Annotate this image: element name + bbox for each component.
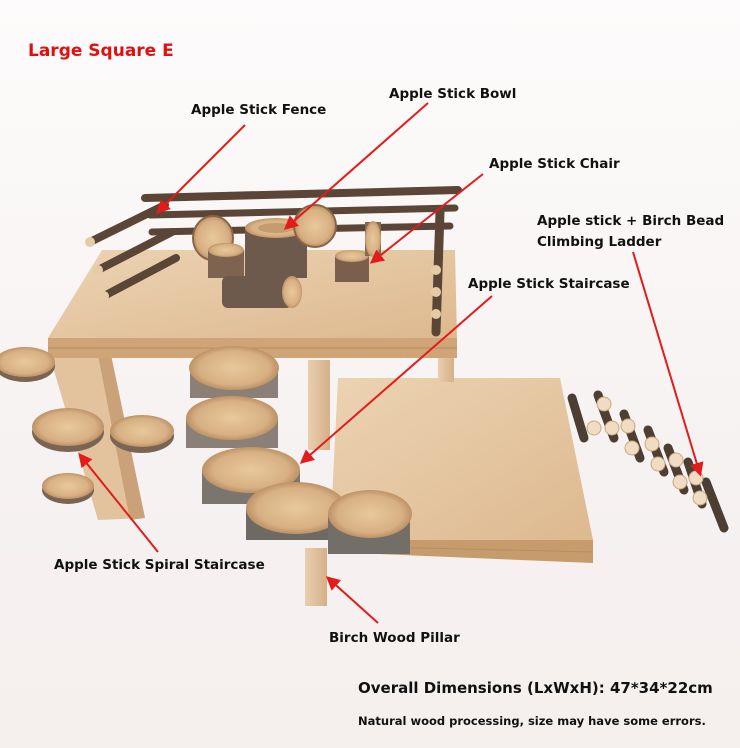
bowl-label: Apple Stick Bowl — [389, 86, 517, 102]
climbing-ladder — [567, 390, 729, 533]
apple-stick-spiral-staircase — [0, 347, 174, 504]
product-title: Large Square E — [28, 41, 174, 61]
apple-stick-bowl-and-chairs — [192, 204, 381, 308]
chair-label: Apple Stick Chair — [489, 156, 620, 172]
staircase-label: Apple Stick Staircase — [468, 276, 630, 292]
overall-dimensions: Overall Dimensions (LxWxH): 47*34*22cm — [358, 679, 713, 697]
ladder-label: Apple stick + Birch Bead Climbing Ladder — [537, 213, 725, 250]
fence-stick-ends — [85, 237, 441, 319]
size-note: Natural wood processing, size may have s… — [358, 714, 706, 728]
birch-pillars — [305, 358, 454, 606]
apple-stick-staircase — [186, 346, 412, 554]
callout-arrows — [78, 102, 704, 624]
pillar-label: Birch Wood Pillar — [329, 630, 460, 646]
spiral-staircase-label: Apple Stick Spiral Staircase — [54, 557, 265, 573]
fence-label: Apple Stick Fence — [191, 102, 327, 118]
